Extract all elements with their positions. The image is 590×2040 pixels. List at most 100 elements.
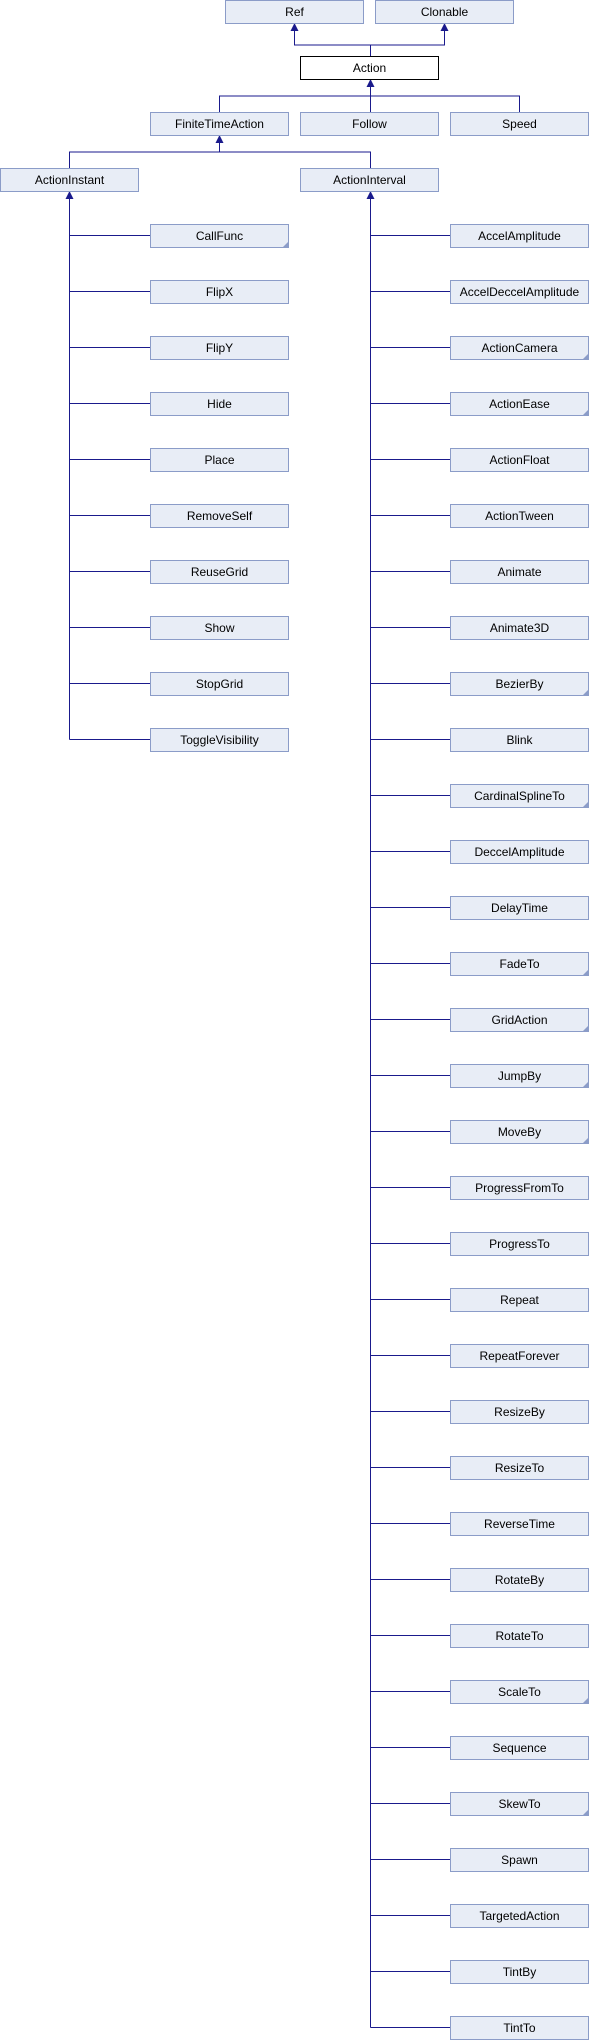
inheritance-arrow xyxy=(290,23,299,31)
class-node-sequence[interactable]: Sequence xyxy=(450,1736,589,1760)
class-box xyxy=(450,392,589,416)
class-label: MoveBy xyxy=(498,1125,541,1139)
class-node-accel-deccel-amplitude[interactable]: AccelDeccelAmplitude xyxy=(450,280,589,304)
class-node-flip-y[interactable]: FlipY xyxy=(150,336,289,360)
class-label: ResizeTo xyxy=(495,1461,545,1475)
class-label: ProgressTo xyxy=(489,1237,550,1251)
class-node-animate[interactable]: Animate xyxy=(450,560,589,584)
class-node-repeat[interactable]: Repeat xyxy=(450,1288,589,1312)
class-node-fade-to[interactable]: FadeTo xyxy=(450,952,589,976)
class-node-spawn[interactable]: Spawn xyxy=(450,1848,589,1872)
class-label: DeccelAmplitude xyxy=(474,845,564,859)
class-box xyxy=(450,1176,589,1200)
class-node-tint-by[interactable]: TintBy xyxy=(450,1960,589,1984)
class-label: AccelDeccelAmplitude xyxy=(460,285,580,299)
class-box xyxy=(150,392,289,416)
inheritance-arrow xyxy=(440,23,449,31)
class-label: FadeTo xyxy=(499,957,539,971)
class-box xyxy=(150,224,289,248)
class-node-action-float[interactable]: ActionFloat xyxy=(450,448,589,472)
inheritance-edge xyxy=(370,23,445,46)
class-label: Animate3D xyxy=(490,621,550,635)
has-subclasses-marker xyxy=(582,969,589,976)
class-node-resize-by[interactable]: ResizeBy xyxy=(450,1400,589,1424)
class-label: FlipX xyxy=(206,285,233,299)
class-label: JumpBy xyxy=(498,1069,541,1083)
class-node-reuse-grid[interactable]: ReuseGrid xyxy=(150,560,289,584)
class-node-grid-action[interactable]: GridAction xyxy=(450,1008,589,1032)
class-box xyxy=(375,0,514,24)
inheritance-arrow xyxy=(65,191,74,199)
class-node-action-ease[interactable]: ActionEase xyxy=(450,392,589,416)
class-node-action[interactable]: Action xyxy=(300,56,439,80)
class-node-show[interactable]: Show xyxy=(150,616,289,640)
class-label: Animate xyxy=(497,565,541,579)
class-node-toggle-visibility[interactable]: ToggleVisibility xyxy=(150,728,289,752)
class-node-follow[interactable]: Follow xyxy=(300,112,439,136)
class-node-stop-grid[interactable]: StopGrid xyxy=(150,672,289,696)
class-label: Action xyxy=(353,61,386,75)
class-box xyxy=(450,1232,589,1256)
class-node-progress-to[interactable]: ProgressTo xyxy=(450,1232,589,1256)
class-node-accel-amplitude[interactable]: AccelAmplitude xyxy=(450,224,589,248)
class-node-jump-by[interactable]: JumpBy xyxy=(450,1064,589,1088)
class-node-rotate-to[interactable]: RotateTo xyxy=(450,1624,589,1648)
class-box xyxy=(450,112,589,136)
class-node-action-instant[interactable]: ActionInstant xyxy=(0,168,139,192)
class-box xyxy=(225,0,364,24)
class-node-speed[interactable]: Speed xyxy=(450,112,589,136)
class-label: FiniteTimeAction xyxy=(175,117,264,131)
has-subclasses-marker xyxy=(282,241,289,248)
class-box xyxy=(450,728,589,752)
class-box xyxy=(300,168,439,192)
class-node-rotate-by[interactable]: RotateBy xyxy=(450,1568,589,1592)
class-node-action-interval[interactable]: ActionInterval xyxy=(300,168,439,192)
class-node-hide[interactable]: Hide xyxy=(150,392,289,416)
class-node-deccel-amplitude[interactable]: DeccelAmplitude xyxy=(450,840,589,864)
class-label: ScaleTo xyxy=(498,1685,541,1699)
class-node-tint-to[interactable]: TintTo xyxy=(450,2016,589,2040)
class-node-place[interactable]: Place xyxy=(150,448,289,472)
class-node-action-tween[interactable]: ActionTween xyxy=(450,504,589,528)
class-node-reverse-time[interactable]: ReverseTime xyxy=(450,1512,589,1536)
class-label: ActionFloat xyxy=(489,453,550,467)
has-subclasses-marker xyxy=(582,689,589,696)
class-node-bezier-by[interactable]: BezierBy xyxy=(450,672,589,696)
class-node-remove-self[interactable]: RemoveSelf xyxy=(150,504,289,528)
class-label: StopGrid xyxy=(196,677,243,691)
class-node-animate3-d[interactable]: Animate3D xyxy=(450,616,589,640)
class-node-blink[interactable]: Blink xyxy=(450,728,589,752)
class-node-cardinal-spline-to[interactable]: CardinalSplineTo xyxy=(450,784,589,808)
class-label: AccelAmplitude xyxy=(478,229,561,243)
class-node-finite-time-action[interactable]: FiniteTimeAction xyxy=(150,112,289,136)
class-box xyxy=(450,784,589,808)
has-subclasses-marker xyxy=(582,801,589,808)
class-node-ref[interactable]: Ref xyxy=(225,0,364,24)
class-node-targeted-action[interactable]: TargetedAction xyxy=(450,1904,589,1928)
class-box xyxy=(300,56,439,80)
class-label: GridAction xyxy=(491,1013,547,1027)
has-subclasses-marker xyxy=(582,1697,589,1704)
inheritance-arrow xyxy=(215,135,224,143)
class-node-clonable[interactable]: Clonable xyxy=(375,0,514,24)
class-node-delay-time[interactable]: DelayTime xyxy=(450,896,589,920)
inheritance-edge xyxy=(219,95,520,112)
class-node-move-by[interactable]: MoveBy xyxy=(450,1120,589,1144)
class-node-progress-from-to[interactable]: ProgressFromTo xyxy=(450,1176,589,1200)
class-box xyxy=(450,896,589,920)
class-label: SkewTo xyxy=(498,1797,540,1811)
class-node-skew-to[interactable]: SkewTo xyxy=(450,1792,589,1816)
class-node-action-camera[interactable]: ActionCamera xyxy=(450,336,589,360)
class-label: Speed xyxy=(502,117,537,131)
class-node-flip-x[interactable]: FlipX xyxy=(150,280,289,304)
class-node-repeat-forever[interactable]: RepeatForever xyxy=(450,1344,589,1368)
class-label: RotateTo xyxy=(495,1629,543,1643)
class-node-scale-to[interactable]: ScaleTo xyxy=(450,1680,589,1704)
class-node-resize-to[interactable]: ResizeTo xyxy=(450,1456,589,1480)
class-label: ProgressFromTo xyxy=(475,1181,564,1195)
class-box xyxy=(150,728,289,752)
class-node-call-func[interactable]: CallFunc xyxy=(150,224,289,248)
inheritance-edges xyxy=(65,23,520,2028)
